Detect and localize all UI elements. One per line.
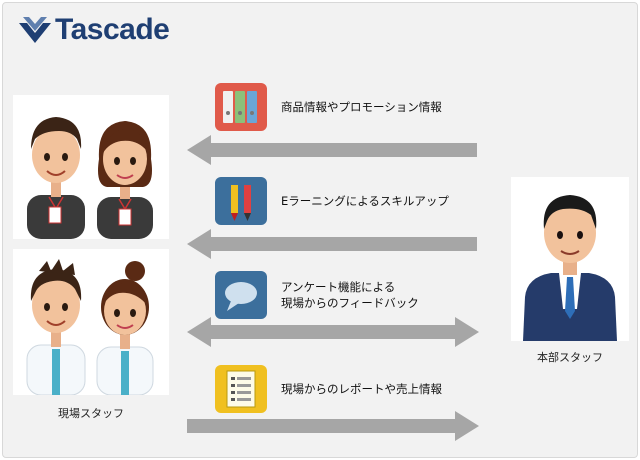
flow-label-survey-line2: 現場からのフィードバック [281, 296, 419, 310]
brand-name: Tascade [55, 13, 170, 46]
field-staff-panel-bottom [13, 249, 169, 396]
hq-staff-illustration [523, 195, 617, 341]
flow-label-product-info: 商品情報やプロモーション情報 [281, 100, 442, 114]
female-staff-figure [97, 121, 153, 239]
pencils-icon [215, 177, 267, 225]
field-staff-panel-top [13, 95, 169, 239]
flow-label-survey-line1: アンケート機能による [281, 280, 396, 294]
flow-label-survey: アンケート機能による 現場からのフィードバック [281, 279, 419, 311]
logo-chevron-icon [19, 17, 51, 43]
arrow-to-field-2 [187, 229, 477, 259]
male-staff-figure [27, 117, 85, 239]
hq-staff-label: 本部スタッフ [537, 351, 603, 364]
staff-shirt-illustration [26, 259, 154, 396]
flow-label-elearning: Eラーニングによるスキルアップ [281, 194, 449, 208]
male-staff-figure [26, 259, 86, 396]
arrow-to-hq [187, 411, 479, 441]
suited-man-figure [523, 195, 617, 341]
arrow-bidirectional [187, 317, 479, 347]
binders-icon [215, 83, 267, 131]
female-staff-figure [96, 261, 154, 396]
flow-label-reports: 現場からのレポートや売上情報 [281, 382, 442, 396]
tascade-logo: Tascade [17, 13, 170, 47]
arrow-to-field-1 [187, 135, 477, 165]
staff-uniform-illustration [27, 117, 153, 239]
field-staff-label: 現場スタッフ [58, 407, 124, 420]
report-icon [215, 365, 267, 413]
speech-bubble-icon [215, 271, 267, 319]
hq-staff-panel [511, 177, 629, 341]
